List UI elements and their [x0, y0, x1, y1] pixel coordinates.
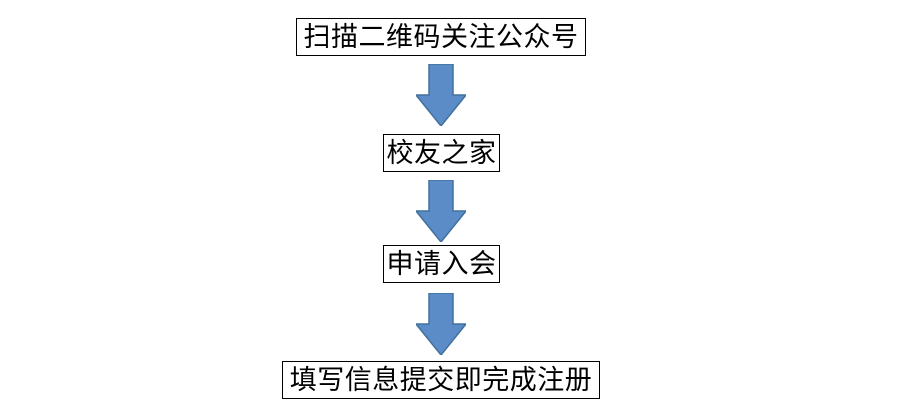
down-arrow-icon: [416, 180, 466, 242]
down-arrow-icon: [416, 64, 466, 126]
step-box-scan-qr: 扫描二维码关注公众号: [296, 18, 586, 56]
step-box-submit-info: 填写信息提交即完成注册: [282, 361, 600, 399]
down-arrow-icon: [416, 293, 466, 355]
step-box-apply-membership: 申请入会: [383, 245, 500, 283]
step-label: 申请入会: [386, 248, 497, 280]
step-box-alumni-home: 校友之家: [383, 134, 500, 172]
step-label: 填写信息提交即完成注册: [289, 364, 593, 396]
step-label: 校友之家: [386, 137, 497, 169]
step-label: 扫描二维码关注公众号: [303, 21, 579, 53]
